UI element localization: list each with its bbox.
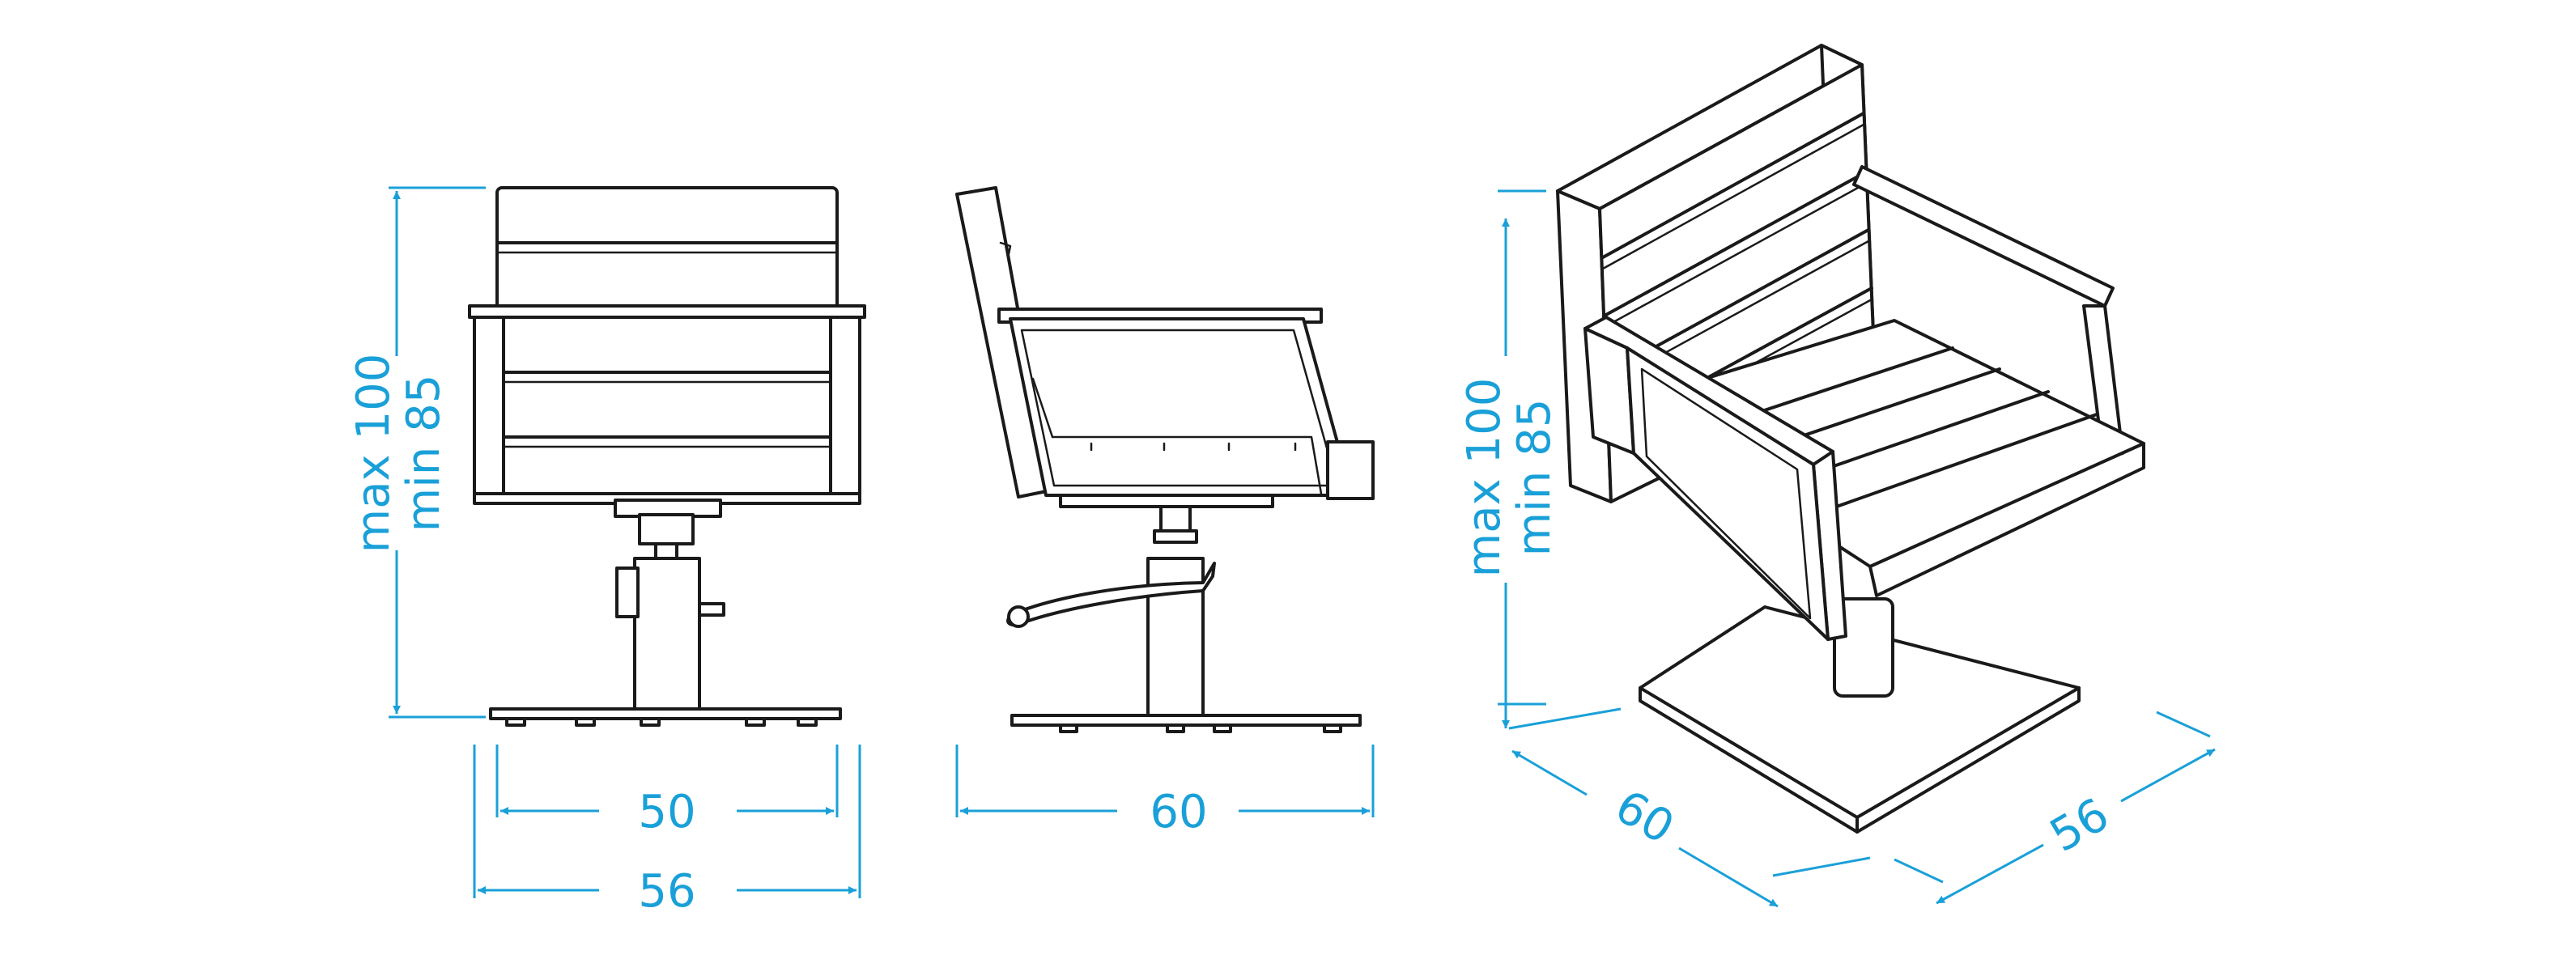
front-backrest <box>495 186 839 499</box>
front-width-dimensions: 50 56 <box>473 745 861 918</box>
front-pump-lever <box>615 566 640 618</box>
front-height-min-label: min 85 <box>397 375 450 533</box>
front-height-dimension: max 100 min 85 <box>347 186 486 719</box>
front-column <box>633 557 701 711</box>
side-depth-label: 60 <box>1150 786 1207 838</box>
front-base-plate <box>489 707 842 720</box>
iso-width-label: 56 <box>2042 788 2118 863</box>
iso-depth-label: 60 <box>1606 780 1682 855</box>
iso-view <box>1556 44 2145 834</box>
iso-height-min-label: min 85 <box>1508 399 1561 557</box>
side-pump-lever <box>1006 562 1216 627</box>
front-outer-width-label: 56 <box>638 865 695 918</box>
front-height-max-label: max 100 <box>347 354 400 554</box>
iso-column <box>1833 597 1894 698</box>
side-base-plate <box>1010 714 1362 727</box>
side-depth-dimension: 60 <box>955 745 1375 838</box>
front-inner-width-label: 50 <box>638 786 695 838</box>
side-view <box>955 186 1375 733</box>
side-armrest-frame <box>997 308 1375 500</box>
front-view <box>468 186 866 727</box>
iso-height-dimension: max 100 min 85 <box>1458 189 1561 728</box>
side-mechanism <box>1059 494 1274 508</box>
iso-height-max-label: max 100 <box>1458 378 1511 578</box>
iso-left-armrest <box>1583 316 1847 641</box>
front-armrests <box>468 304 866 502</box>
